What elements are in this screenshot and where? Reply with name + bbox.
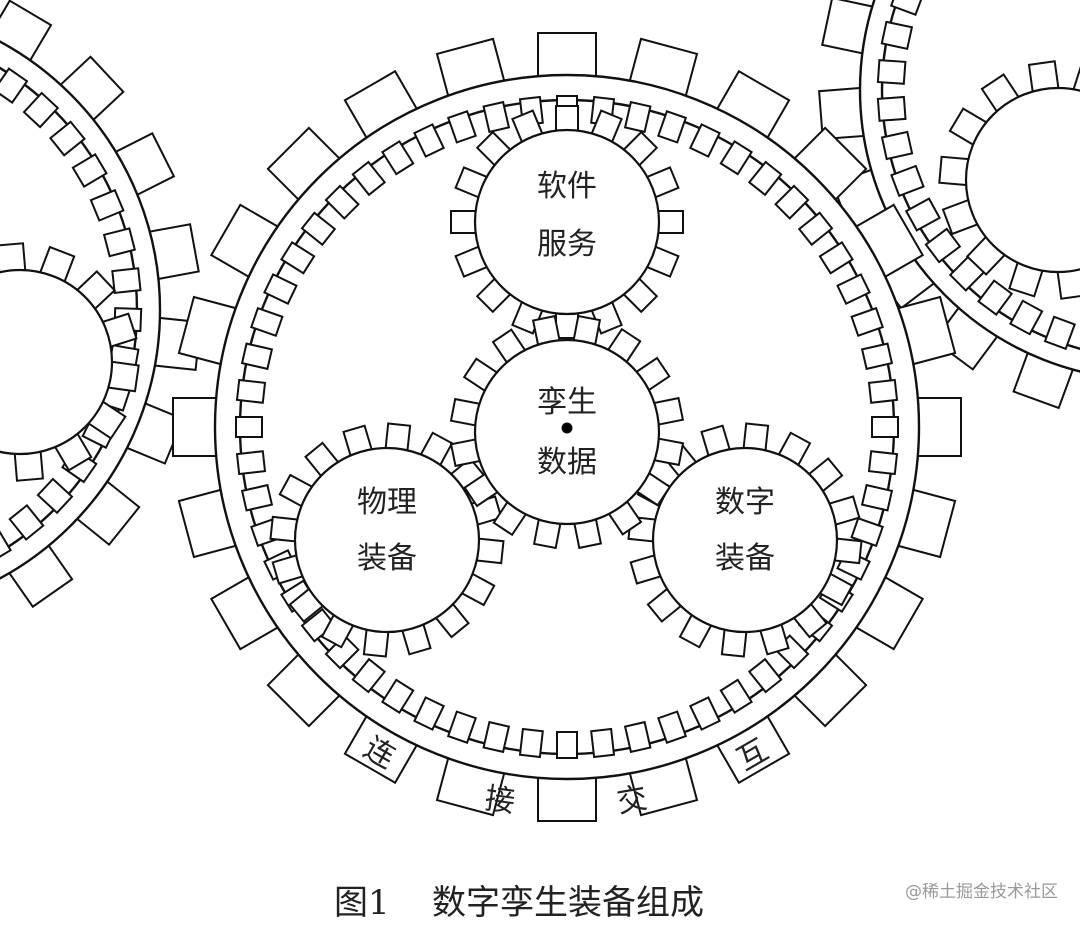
- ring-tooth-label-jie: 接: [483, 781, 518, 820]
- central-ring-gear-inner-tooth: [774, 184, 810, 220]
- right-small-gear-body: [964, 86, 1080, 274]
- central-ring-gear-inner-tooth: [867, 378, 899, 404]
- central-ring-gear-inner-tooth: [482, 100, 511, 134]
- central-ring-gear-inner-tooth: [850, 306, 884, 337]
- central-ring-gear-inner-tooth: [797, 211, 834, 247]
- left-ring-gear-inner-tooth: [102, 227, 137, 258]
- central-ring-gear-inner-tooth: [747, 657, 783, 694]
- central-ring-gear-inner-tooth: [235, 416, 263, 438]
- central-ring-gear-inner-tooth: [240, 483, 274, 512]
- central-ring-gear-inner-tooth: [446, 110, 477, 144]
- central-ring-gear-inner-tooth: [657, 110, 688, 144]
- central-ring-gear-inner-tooth: [747, 160, 783, 197]
- central-ring-gear-inner-tooth: [719, 678, 753, 714]
- central-ring-gear-outer-tooth: [172, 397, 220, 457]
- central-ring-gear-inner-tooth: [860, 483, 894, 512]
- central-ring-gear-inner-tooth: [623, 100, 652, 134]
- central-ring-gear-inner-tooth: [818, 241, 854, 275]
- gear-label-software-service-line2: 服务: [537, 227, 597, 262]
- gear-physical-equipment-body: [293, 446, 481, 634]
- central-ring-gear-inner-tooth: [860, 342, 894, 371]
- left-ring-gear-inner-tooth: [36, 477, 74, 515]
- central-ring-gear-inner-tooth: [300, 211, 337, 247]
- gear-digital-equipment: [627, 422, 863, 658]
- gear-label-digital-equipment-line2: 装备: [715, 541, 775, 576]
- central-ring-gear-inner-tooth: [688, 123, 721, 158]
- central-ring-gear-inner-tooth: [446, 710, 477, 744]
- right-ring-gear-inner-tooth: [977, 279, 1014, 317]
- central-ring-gear-inner-tooth: [623, 720, 652, 754]
- right-ring-gear-inner-tooth: [880, 20, 914, 50]
- left-ring-gear-inner-tooth: [0, 530, 12, 558]
- ring-tooth-label-jiao: 交: [614, 781, 650, 821]
- right-ring-gear-inner-tooth: [889, 0, 923, 16]
- central-ring-gear-inner-tooth: [871, 416, 899, 438]
- gear-digital-equipment-body: [651, 446, 839, 634]
- right-ring-gear-inner-tooth: [876, 59, 907, 85]
- central-ring-gear-inner-tooth: [867, 450, 899, 476]
- central-ring-gear-outer-tooth: [537, 32, 597, 80]
- right-ring-gear-inner-tooth: [1043, 315, 1076, 351]
- left-ring-gear-inner-tooth: [71, 153, 108, 188]
- central-ring-gear-inner-tooth: [351, 160, 387, 197]
- central-ring-gear-inner-tooth: [381, 140, 415, 176]
- gear-physical-equipment: [269, 422, 505, 658]
- central-ring-gear-inner-teeth: [235, 95, 899, 759]
- right-ring-gear-inner-tooth: [876, 95, 907, 122]
- right-ring-gear-inner-tooth: [880, 130, 914, 161]
- gear-label-digital-equipment-line1: 数字: [715, 485, 775, 520]
- gear-label-twin-data-line2: 数据: [537, 445, 597, 480]
- gear-software-service: [450, 105, 684, 339]
- right-ring-gear-inner-tooth: [904, 197, 941, 232]
- center-axle-dot: [561, 422, 573, 434]
- right-ring-gear-inner-teeth: [876, 0, 1076, 351]
- watermark: @稀土掘金技术社区: [905, 882, 1058, 902]
- left-ring-gear-inner-tooth: [8, 503, 45, 541]
- left-ring-gear-inner-tooth: [22, 91, 60, 129]
- left-ring-gear-inner-tooth: [48, 120, 86, 157]
- left-small-gear-body: [0, 268, 114, 456]
- central-ring-gear-inner-tooth: [836, 273, 871, 306]
- central-ring-gear-inner-tooth: [381, 678, 415, 714]
- central-ring-gear-inner-tooth: [324, 184, 360, 220]
- central-ring-gear-inner-tooth: [413, 696, 446, 731]
- left-ring-gear-inner-tooth: [111, 267, 142, 295]
- central-ring-gear-inner-tooth: [235, 378, 267, 404]
- central-ring-gear-inner-tooth: [413, 123, 446, 158]
- gear-label-physical-equipment-line2: 装备: [357, 541, 417, 576]
- right-small-gear: [938, 60, 1080, 300]
- gear-label-software-service-line1: 软件: [537, 169, 597, 204]
- central-ring-gear-outer-tooth: [914, 397, 962, 457]
- right-ring-gear-inner-tooth: [1009, 299, 1044, 336]
- central-ring-gear-inner-tooth: [556, 731, 578, 759]
- central-ring-gear-inner-tooth: [240, 342, 274, 371]
- central-ring-gear-inner-tooth: [280, 241, 316, 275]
- left-small-gear: [0, 242, 140, 482]
- figure-number: 图1: [334, 883, 390, 923]
- gear-layer: [0, 0, 1080, 822]
- right-ring-gear-inner-tooth: [924, 227, 962, 264]
- right-small-gear-tooth: [1071, 66, 1080, 96]
- central-ring-gear-inner-tooth: [263, 273, 298, 306]
- central-ring-gear-inner-tooth: [351, 657, 387, 694]
- central-ring-gear-inner-tooth: [518, 727, 544, 759]
- central-ring-gear-inner-tooth: [235, 450, 267, 476]
- gear-software-service-body: [473, 128, 661, 316]
- central-ring-gear-inner-tooth: [688, 696, 721, 731]
- central-ring-gear-inner-tooth: [482, 720, 511, 754]
- left-ring-gear-inner-tooth: [0, 67, 29, 104]
- gear-label-physical-equipment-line1: 物理: [357, 485, 417, 520]
- central-ring-gear-inner-tooth: [657, 710, 688, 744]
- central-ring-gear-inner-tooth: [719, 140, 753, 176]
- central-ring-gear-inner-tooth: [250, 306, 284, 337]
- gear-label-twin-data-line1: 孪生: [537, 385, 597, 420]
- right-ring-gear-inner-tooth: [890, 164, 925, 198]
- figure-title: 数字孪生装备组成: [432, 883, 704, 923]
- central-ring-gear-inner-tooth: [590, 727, 616, 759]
- central-ring-gear-outer-tooth: [537, 774, 597, 822]
- left-ring-gear-inner-tooth: [89, 188, 125, 222]
